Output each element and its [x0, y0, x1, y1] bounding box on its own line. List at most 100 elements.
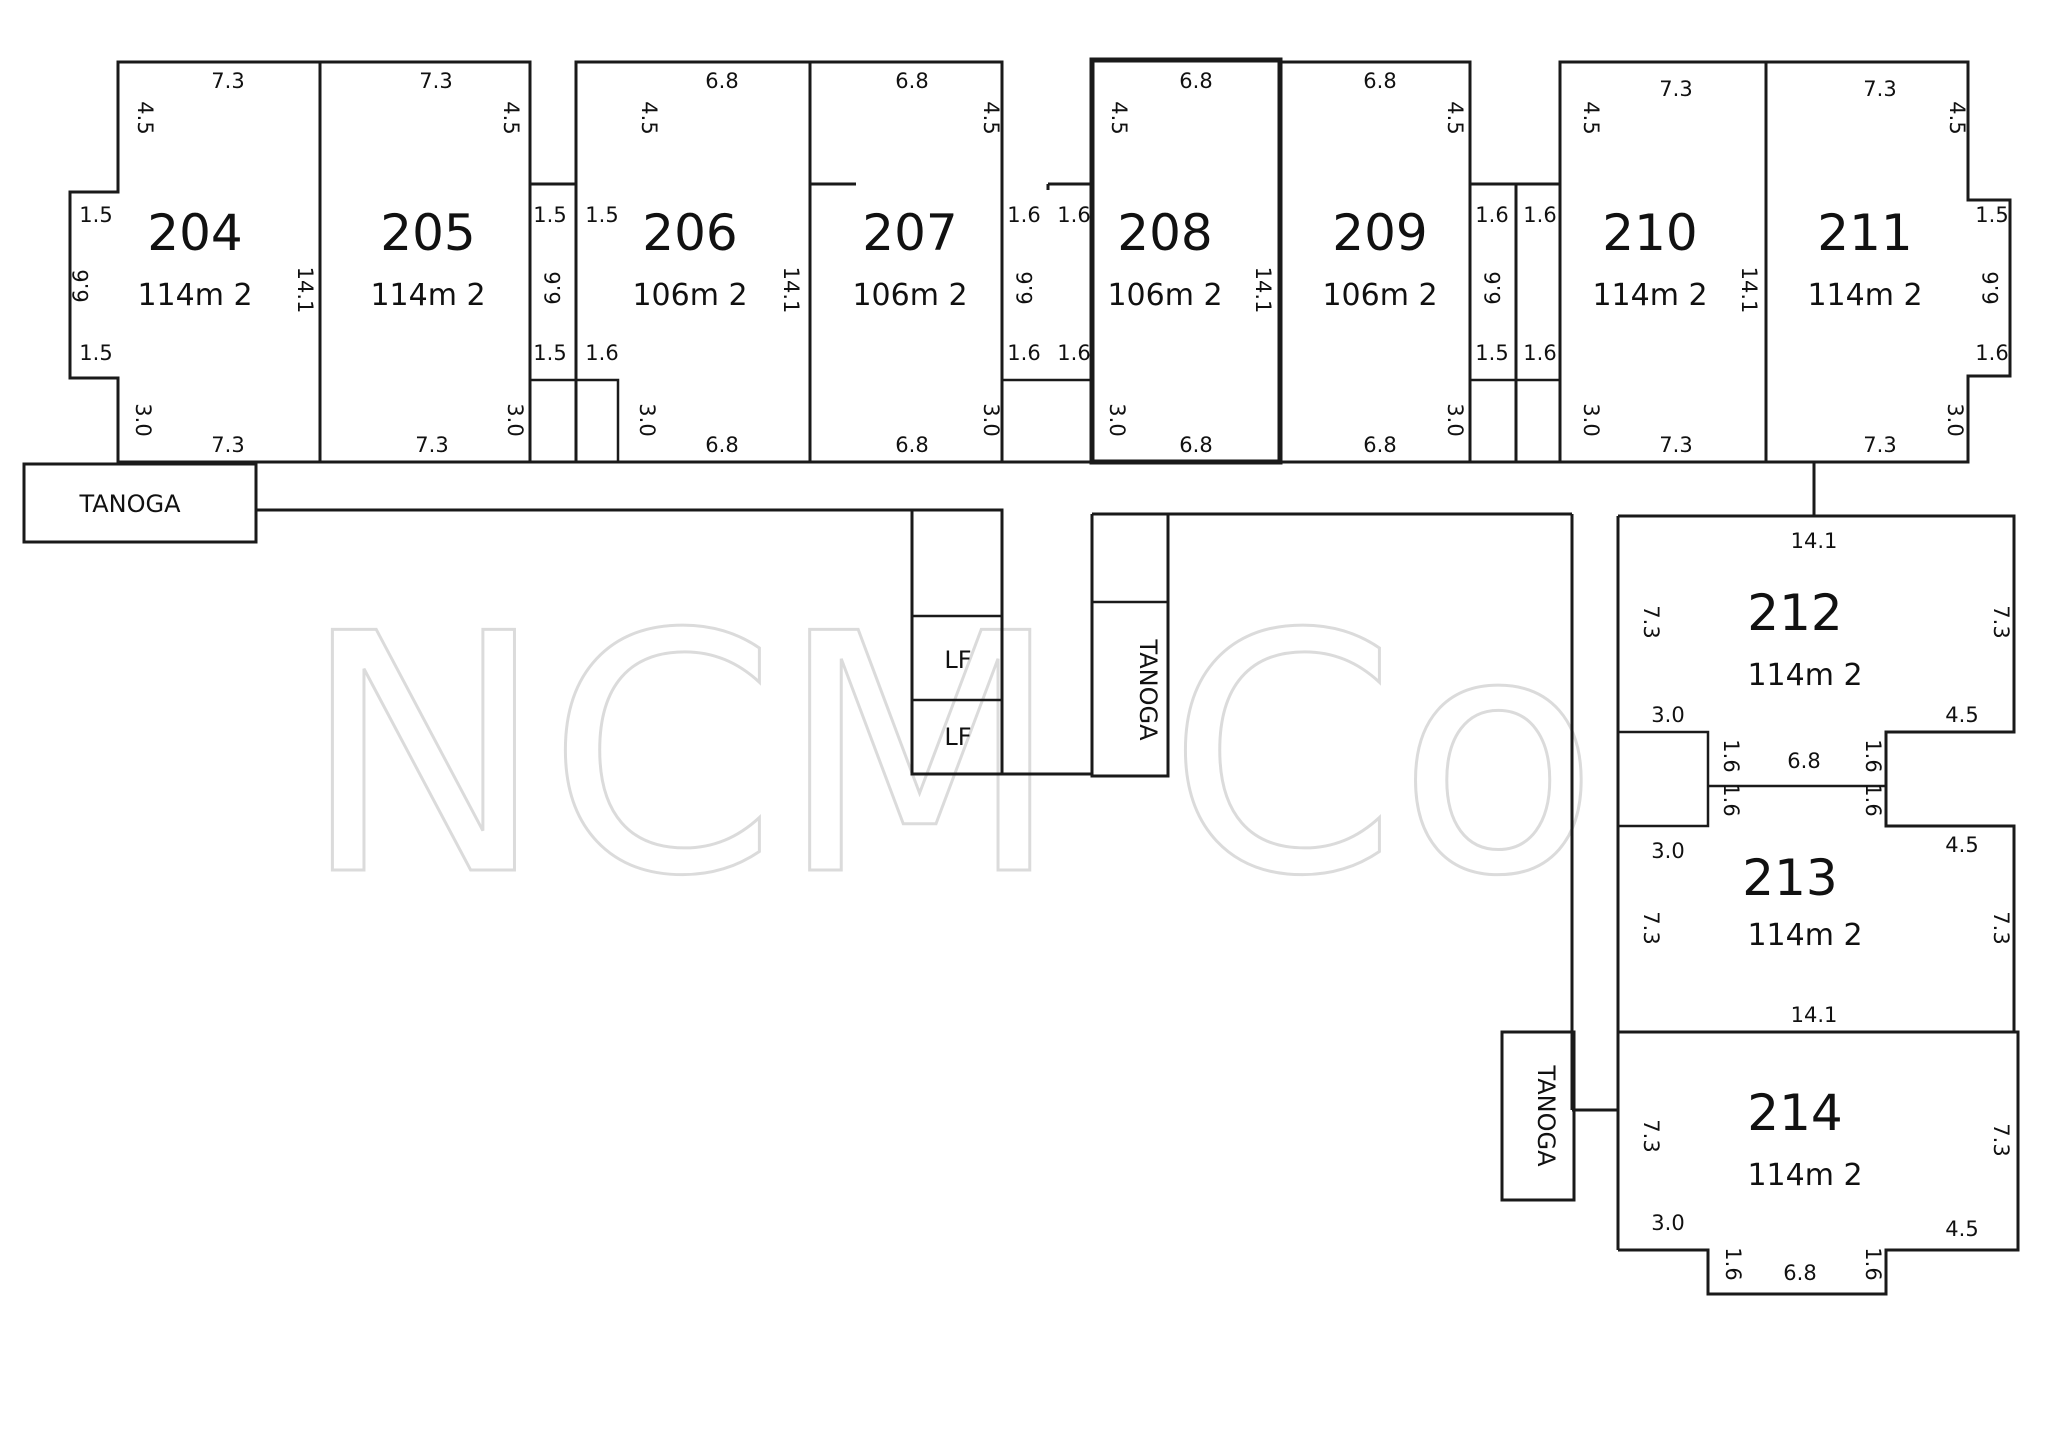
dimension: 1.5 [1975, 203, 2008, 227]
dimension: 6.8 [705, 433, 738, 457]
dimension: 6.8 [705, 69, 738, 93]
dimension: 4.5 [637, 101, 661, 134]
room-area: 106m 2 [1107, 278, 1222, 313]
tanoga-label-bottom: TANOGA [1532, 1064, 1560, 1167]
dimension: 6.6 [69, 269, 93, 302]
dimension: 7.3 [1989, 1123, 2013, 1156]
dimension: 4.5 [1579, 101, 1603, 134]
dimension: 14.1 [1791, 529, 1838, 553]
dimension: 14.1 [1791, 1003, 1838, 1027]
dimension: 3.0 [635, 403, 659, 436]
dimension: 1.6 [1861, 783, 1885, 816]
room-211-outline [1766, 60, 2012, 464]
dimension: 4.5 [979, 101, 1003, 134]
room-area: 114m 2 [1747, 918, 1862, 953]
dimension: 6.8 [1363, 69, 1396, 93]
dimension: 7.3 [1659, 77, 1692, 101]
dimension: 1.6 [1523, 341, 1556, 365]
room-number: 211 [1817, 204, 1912, 262]
dimension: 14.1 [779, 267, 803, 314]
dimension: 14.1 [1251, 267, 1275, 314]
dimension: 4.5 [1945, 101, 1969, 134]
dimension: 7.3 [1659, 433, 1692, 457]
dimension: 1.6 [1057, 341, 1090, 365]
dimension: 1.5 [533, 341, 566, 365]
room-area: 114m 2 [1747, 1158, 1862, 1193]
dimension: 7.3 [1639, 1119, 1663, 1152]
room-212-outline [1618, 514, 2016, 1032]
room-204-outline [68, 60, 320, 464]
room-214-outline [1618, 1030, 2020, 1296]
room-number: 213 [1742, 849, 1837, 907]
lift-label-2: LF [944, 723, 971, 751]
dimension: 3.0 [131, 403, 155, 436]
dimension: 3.0 [1651, 1211, 1684, 1235]
dimension-labels: 7.3 7.3 6.8 6.8 6.8 6.8 7.3 7.3 7.3 7.3 … [69, 69, 2013, 1285]
room-number: 208 [1117, 204, 1212, 262]
dimension: 1.6 [585, 341, 618, 365]
dimension: 4.5 [1945, 1217, 1978, 1241]
dimension: 7.3 [1639, 605, 1663, 638]
top-wing-walls [68, 57, 2012, 465]
room-area: 114m 2 [1592, 278, 1707, 313]
dimension: 4.5 [1945, 703, 1978, 727]
right-wing-walls [1616, 514, 2020, 1296]
dimension: 1.6 [1719, 739, 1743, 772]
dimension: 1.6 [1975, 341, 2008, 365]
dimension: 1.6 [1007, 341, 1040, 365]
dimension: 1.6 [1861, 1247, 1885, 1280]
dimension: 4.5 [1107, 101, 1131, 134]
room-area: 114m 2 [1807, 278, 1922, 313]
tanoga-label-left: TANOGA [78, 490, 181, 518]
dimension: 7.3 [419, 69, 452, 93]
dimension: 4.5 [133, 101, 157, 134]
dimension: 1.6 [1475, 203, 1508, 227]
dimension: 3.0 [1943, 403, 1967, 436]
dimension: 7.3 [1863, 77, 1896, 101]
dimension: 3.0 [1105, 403, 1129, 436]
tanoga-box-core: TANOGA [1134, 638, 1162, 741]
tanoga-box-left [22, 462, 258, 544]
dimension: 7.3 [415, 433, 448, 457]
dimension: 6.6 [541, 271, 565, 304]
dimension: 4.5 [499, 101, 523, 134]
dimension: 7.3 [1863, 433, 1896, 457]
room-number: 205 [380, 204, 475, 262]
dimension: 1.5 [1475, 341, 1508, 365]
room-area: 106m 2 [632, 278, 747, 313]
dimension: 6.8 [895, 69, 928, 93]
room-number: 206 [642, 204, 737, 262]
dimension: 1.5 [533, 203, 566, 227]
dimension: 7.3 [211, 433, 244, 457]
dimension: 6.8 [1179, 433, 1212, 457]
dimension: 1.5 [79, 341, 112, 365]
dimension: 1.5 [585, 203, 618, 227]
room-area: 106m 2 [1322, 278, 1437, 313]
dimension: 3.0 [1651, 703, 1684, 727]
dimension: 1.6 [1523, 203, 1556, 227]
dimension: 6.6 [1979, 271, 2003, 304]
room-area: 114m 2 [370, 278, 485, 313]
dimension: 7.3 [1989, 911, 2013, 944]
dimension: 4.5 [1945, 833, 1978, 857]
tanoga-box-bottom [1500, 1030, 1576, 1202]
dimension: 1.6 [1721, 1247, 1745, 1280]
room-area: 114m 2 [137, 278, 252, 313]
dimension: 6.8 [1179, 69, 1212, 93]
corridor-walls [256, 462, 1816, 1112]
room-number: 209 [1332, 204, 1427, 262]
lift-label-1: LF [944, 646, 971, 674]
dimension: 14.1 [1737, 267, 1761, 314]
dimension: 3.0 [1579, 403, 1603, 436]
room-number: 204 [147, 204, 242, 262]
dimension: 7.3 [211, 69, 244, 93]
room-number: 214 [1747, 1084, 1842, 1142]
dimension: 3.0 [1651, 839, 1684, 863]
dimension: 6.8 [1783, 1261, 1816, 1285]
dimension: 1.5 [79, 203, 112, 227]
watermark: NCM Co [300, 564, 1599, 948]
room-area: 114m 2 [1747, 658, 1862, 693]
dimension: 1.6 [1861, 739, 1885, 772]
dimension: 7.3 [1989, 605, 2013, 638]
